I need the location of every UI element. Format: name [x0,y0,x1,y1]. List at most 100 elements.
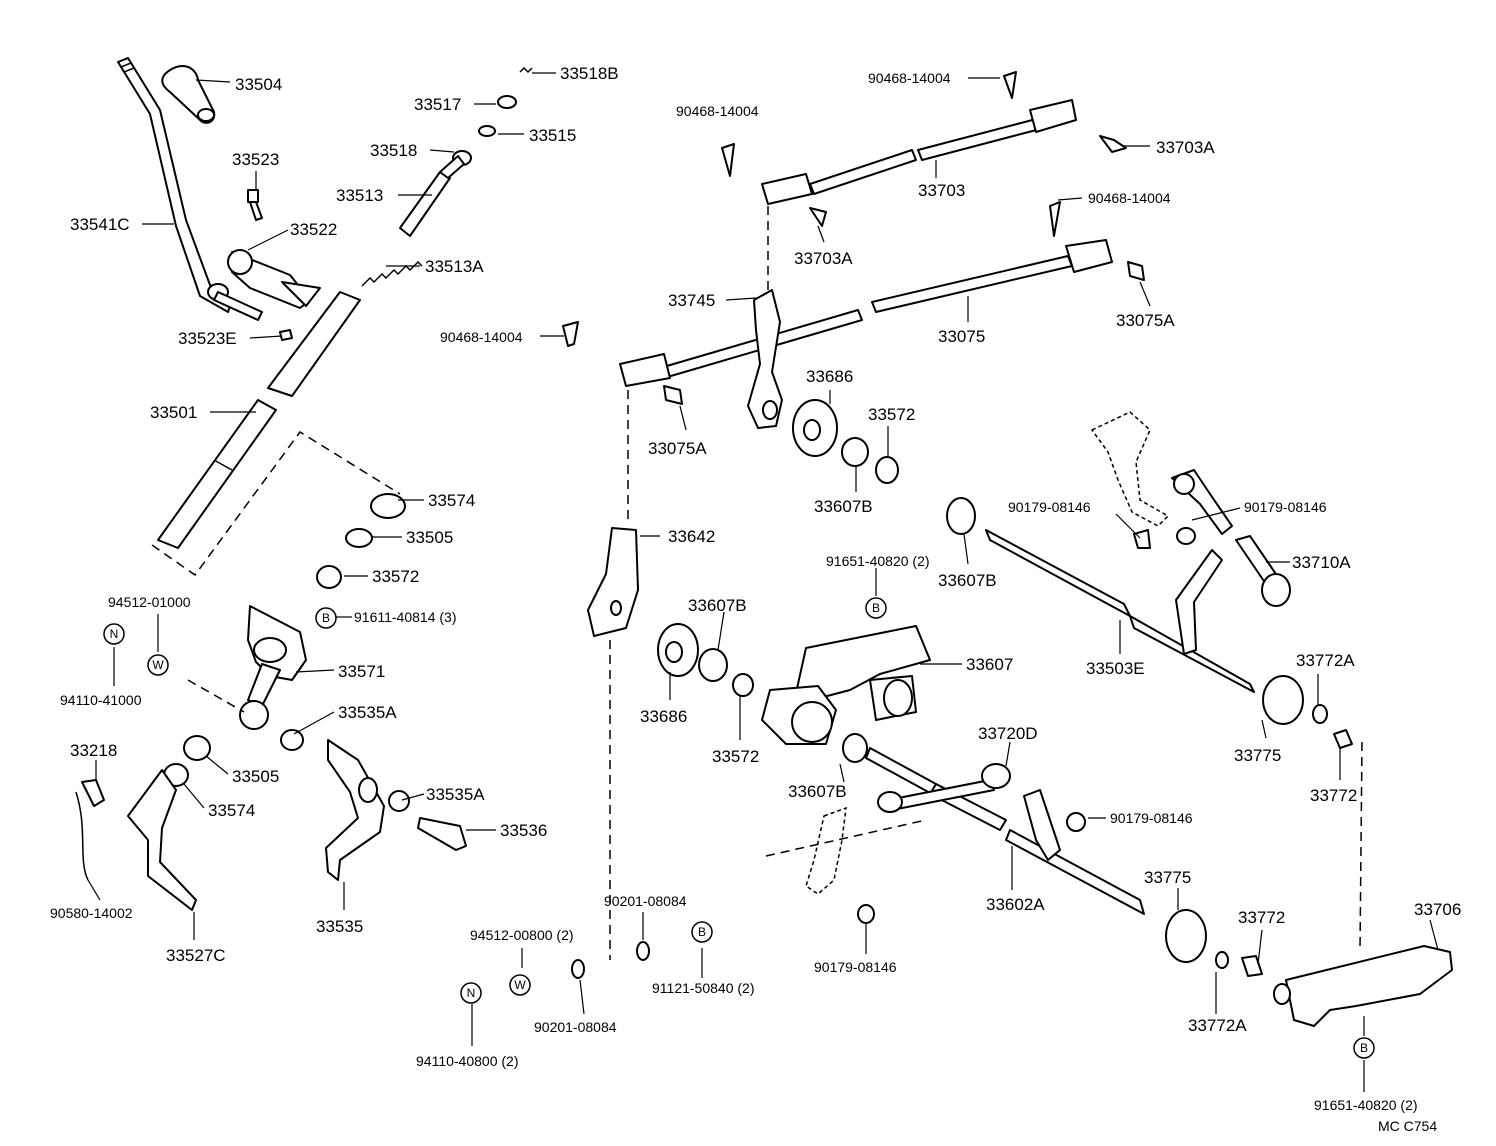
footer-code: MC C754 [1378,1118,1437,1134]
label-33703: 33703 [918,181,965,200]
bracket-33527c [127,769,197,911]
label-33710a: 33710A [1292,553,1351,572]
bushings-left [316,493,406,589]
label-33772a-b: 33772A [1188,1016,1247,1035]
label-33522: 33522 [290,220,337,239]
bushing-33686-upper [792,399,899,484]
shift-lever-retainer-33571 [239,605,307,730]
label-91611: 91611-40814 (3) [354,609,456,625]
bushings-right-upper [1262,675,1353,749]
label-90468-d: 90468-14004 [1088,190,1171,206]
label-33535a-a: 33535A [338,703,397,722]
rod-end-33720d [877,763,1011,813]
label-90468-a: 90468-14004 [440,329,523,345]
label-94110-41000: 94110-41000 [60,692,142,708]
leader-lines [87,72,1439,1092]
bushings-33607b-left [657,623,754,697]
svg-text:W: W [152,658,164,672]
label-33607b-c: 33607B [688,596,747,615]
label-94512-01000: 94512-01000 [108,594,191,610]
lever-seat-33522 [207,249,311,321]
symbol-b-91651-upper: B [865,597,887,619]
label-33706: 33706 [1414,900,1461,919]
label-33571: 33571 [338,662,385,681]
label-33772-b: 33772 [1238,908,1285,927]
arm-33745 [747,289,783,429]
label-90580: 90580-14002 [50,905,133,921]
select-lever-33535 [325,739,385,881]
label-90201-a: 90201-08084 [604,893,687,909]
label-33572-c: 33572 [712,747,759,766]
label-33505-b: 33505 [232,767,279,786]
pin-33536 [417,817,467,851]
lever-housing-33501 [157,281,361,549]
label-90179-a: 90179-08146 [1008,499,1091,515]
label-33772a-a: 33772A [1296,651,1355,670]
label-33703a-a: 33703A [1156,138,1215,157]
svg-text:B: B [698,925,706,939]
label-33218: 33218 [70,741,117,760]
pins-33075a [663,261,1145,405]
clevis-pins-33703a [809,135,1127,227]
label-33503e: 33503E [1086,659,1145,678]
label-33523: 33523 [232,150,279,169]
label-33501: 33501 [150,403,197,422]
label-90179-c: 90179-08146 [1110,810,1193,826]
label-33518b: 33518B [560,64,619,83]
label-33518: 33518 [370,141,417,160]
label-33523e: 33523E [178,329,237,348]
label-33703a-b: 33703A [794,249,853,268]
label-33642: 33642 [668,527,715,546]
svg-text:N: N [467,986,476,1000]
label-33536: 33536 [500,821,547,840]
label-33745: 33745 [668,291,715,310]
label-33075a-a: 33075A [1116,311,1175,330]
label-33720d: 33720D [978,724,1038,743]
bracket-33706 [1273,945,1453,1027]
svg-text:W: W [514,978,526,992]
label-33517: 33517 [414,95,461,114]
symbol-w-94512-00800: W [509,974,531,996]
shift-knob-33504 [161,65,216,124]
bolt-33523 [247,189,263,221]
shift-rod-33513 [399,150,472,237]
rod-33703 [761,99,1077,205]
label-33607: 33607 [966,655,1013,674]
symbol-b-91651-lower: B [1353,1037,1375,1059]
label-33607b-b: 33607B [938,571,997,590]
label-94512-00800: 94512-00800 (2) [470,927,574,943]
label-90179-b: 90179-08146 [1244,499,1327,515]
svg-text:B: B [322,611,330,625]
label-33686-a: 33686 [806,367,853,386]
label-91121: 91121-50840 (2) [652,980,754,996]
label-91651-a: 91651-40820 (2) [826,553,930,569]
guide-dash-left [151,430,401,577]
label-33607b-a: 33607B [814,497,873,516]
label-33602a: 33602A [986,895,1045,914]
label-33686-b: 33686 [640,707,687,726]
symbol-w-94512-01000: W [147,654,169,676]
guide-dash-right [1359,741,1363,951]
bolt-33218 [81,779,105,807]
label-33527c: 33527C [166,946,226,965]
label-33513a: 33513A [425,257,484,276]
nuts-90179 [857,812,1086,924]
phantom-lower [805,806,847,895]
label-33513: 33513 [336,186,383,205]
svg-text:B: B [872,601,880,615]
symbol-b-91611: B [315,607,337,629]
label-90201-b: 90201-08084 [534,1019,617,1035]
label-33574-b: 33574 [208,801,255,820]
label-33075a-b: 33075A [648,439,707,458]
label-33574-a: 33574 [428,491,475,510]
wire-90580 [75,791,89,881]
guide-dash-lower-center [765,819,927,857]
bracket-33607 [761,625,931,745]
symbol-n-94110-41000: N [103,623,125,645]
shaft-33602a [842,733,1145,915]
label-33535a-b: 33535A [426,785,485,804]
label-33504: 33504 [235,75,282,94]
small-parts-top [279,66,579,347]
label-33535: 33535 [316,917,363,936]
